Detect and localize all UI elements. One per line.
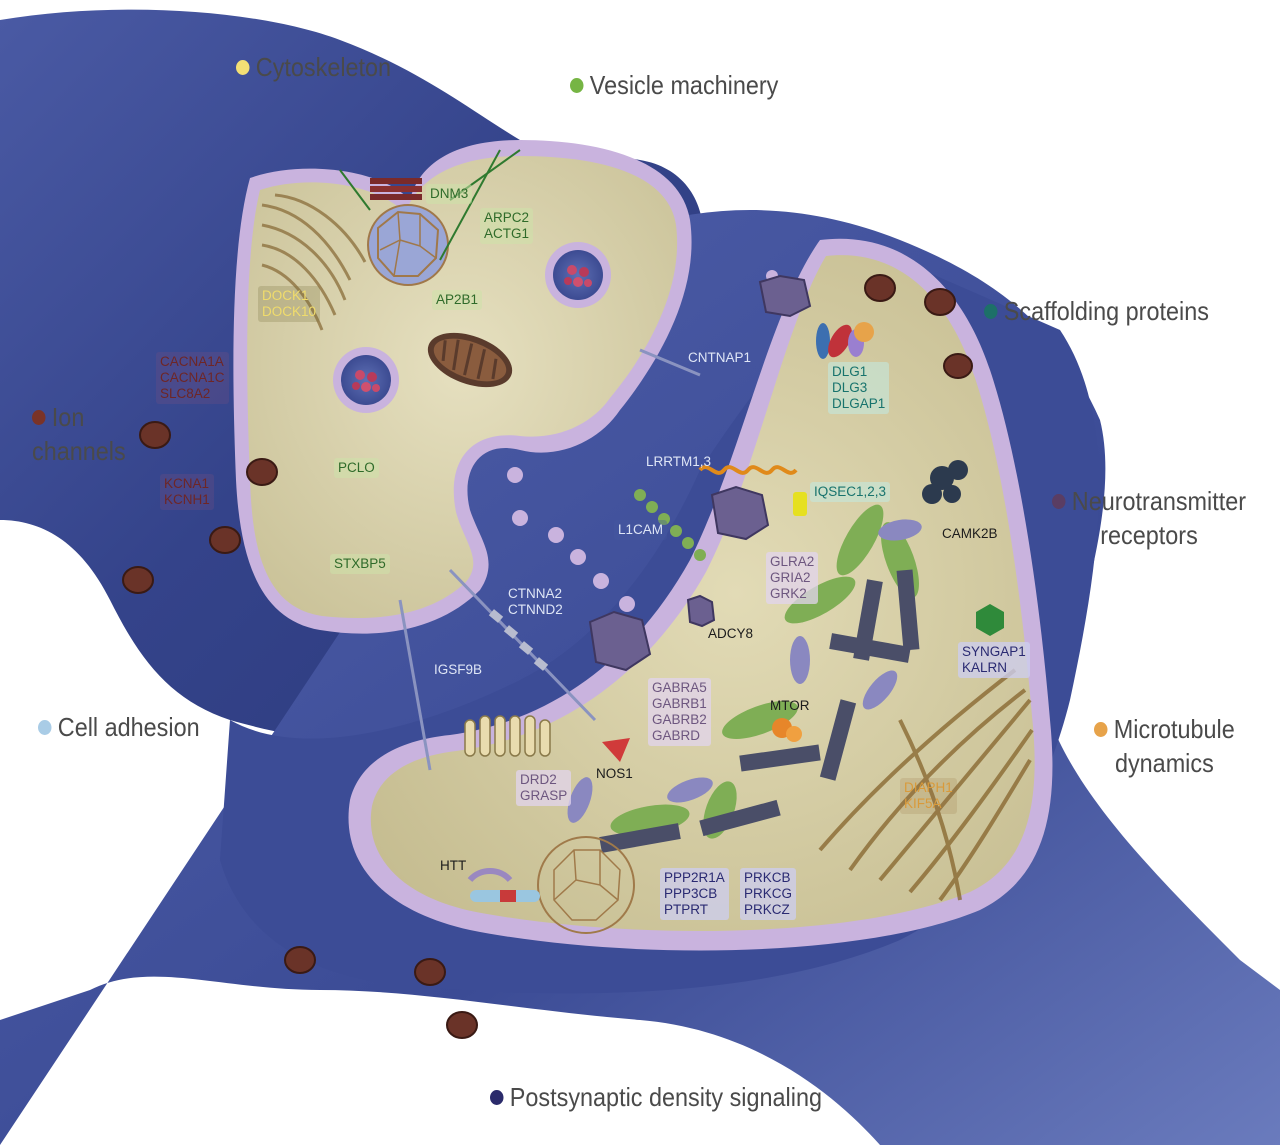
cytoskeleton-dot: [236, 60, 250, 75]
scaffolding-proteins-dot: [984, 304, 998, 319]
cell-adhesion-dot: [38, 720, 52, 735]
category-ion-channels: Ion channels: [32, 402, 126, 466]
iqsec-shape: [793, 492, 807, 516]
iglobulin-receptor: [464, 715, 551, 757]
gene-l1cam: L1CAM: [614, 520, 668, 540]
microtubule-fibres-post: [818, 668, 1034, 902]
neurotransmitter-receptors-dot: [1052, 494, 1066, 509]
psd-complexes: [567, 504, 922, 853]
gene-lrrtm: LRRTM1,3: [646, 454, 712, 469]
gene-cntnap1: CNTNAP1: [688, 350, 752, 365]
receptors: [588, 274, 812, 672]
category-postsynaptic-density-signaling: Postsynaptic density signaling: [490, 1080, 822, 1114]
microtubule-dynamics-dot: [1094, 722, 1108, 737]
category-cell-adhesion: Cell adhesion: [38, 710, 200, 744]
mitochondrion: [427, 332, 513, 388]
postsynaptic-cytoplasm: [370, 255, 1035, 931]
gene-pclo: PCLO: [334, 458, 379, 478]
gene-stxbp5: STXBP5: [330, 554, 390, 574]
synaptic-vesicle-1: [545, 242, 611, 308]
lrrtm-coil: [698, 465, 798, 475]
gene-iqsec: IQSEC1,2,3: [810, 482, 891, 502]
scaffolding-cluster: [816, 322, 874, 359]
category-cytoskeleton: Cytoskeleton: [236, 50, 391, 84]
category-microtubule-dynamics: Microtubule dynamics: [1094, 712, 1235, 780]
gene-nos1: NOS1: [596, 766, 633, 781]
syngap-shape: [976, 604, 1004, 636]
gene-ap2b1: AP2B1: [432, 290, 483, 310]
gene-igsf9b: IGSF9B: [434, 662, 483, 677]
postsynaptic-density-signaling-dot: [490, 1090, 504, 1105]
htt-shape: [467, 868, 540, 902]
gene-camk2b: CAMK2B: [942, 526, 998, 541]
category-neurotransmitter-receptors: Neurotransmitter receptors: [1052, 484, 1246, 552]
actin-fibres-pre: [261, 193, 367, 331]
ion-channels: [122, 274, 973, 1039]
category-vesicle-machinery: Vesicle machinery: [570, 68, 778, 102]
ion-channels-dot: [32, 410, 46, 425]
nos1-shape: [602, 738, 630, 762]
mtor-shape: [772, 718, 802, 742]
gene-adcy8: ADCY8: [708, 626, 754, 641]
gene-htt: HTT: [440, 858, 467, 873]
synaptic-vesicle-2: [333, 347, 399, 413]
cadherin-repeats: [488, 609, 549, 671]
vesicle-machinery-dot: [570, 78, 584, 93]
l1cam-chain: [634, 489, 706, 561]
category-scaffolding-proteins: Scaffolding proteins: [984, 294, 1209, 328]
camk2b-shape: [922, 460, 968, 504]
gene-mtor: MTOR: [770, 698, 810, 713]
gene-dnm3: DNM3: [426, 184, 473, 204]
clathrin-post: [537, 836, 635, 934]
